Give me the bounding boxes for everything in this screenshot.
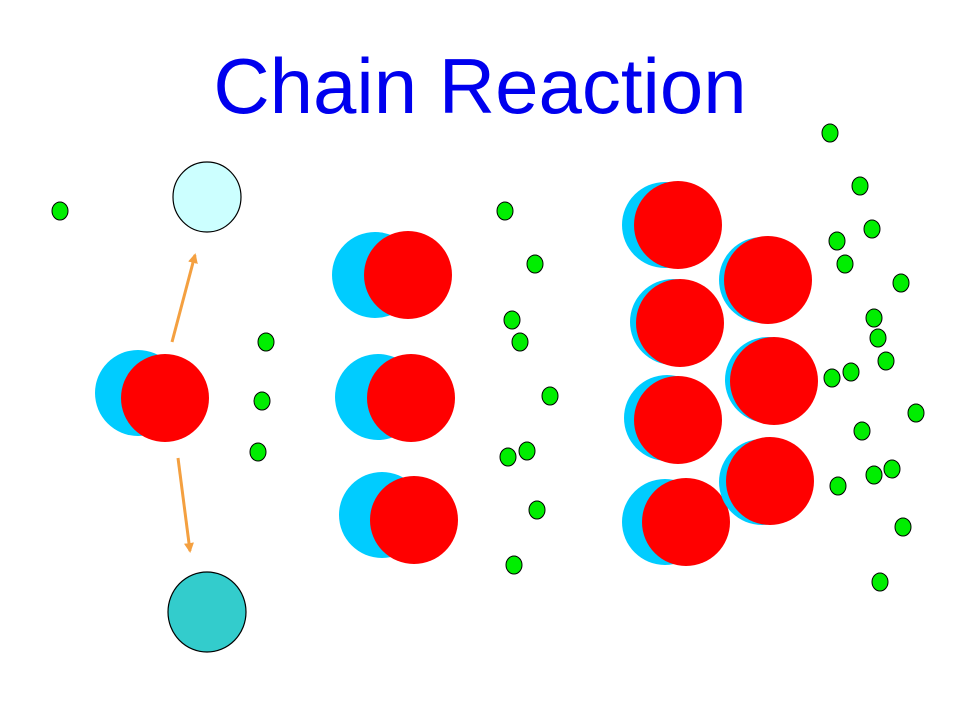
nucleus-circle [724,236,812,324]
neutron-dot [907,403,925,423]
nucleus-circle [121,354,209,442]
neutron-dot [871,572,889,592]
neutron-dot [894,517,912,537]
arrow-up [170,253,198,343]
fission-product-bottom [167,571,247,653]
neutron-dot [257,332,275,352]
neutron-dot [511,332,529,352]
nucleus-circle [367,354,455,442]
nuclei-layer [95,181,818,566]
slide-title: Chain Reaction [213,42,747,130]
neutron-dot [877,351,895,371]
neutron-dot [892,273,910,293]
neutron-dot [821,123,839,143]
neutrons-layer [51,123,925,592]
neutron-dot [842,362,860,382]
nucleus-circle [730,337,818,425]
nucleus-circle [634,181,722,269]
neutron-dot [499,447,517,467]
neutron-dot [865,465,883,485]
neutron-dot [869,328,887,348]
neutron-dot [249,442,267,462]
nucleus-circle [364,231,452,319]
fission-product-top [172,161,242,233]
nucleus-circle [642,478,730,566]
nucleus-circle [634,376,722,464]
fission-products-layer [167,161,247,653]
neutron-dot [851,176,869,196]
neutron-dot [503,310,521,330]
neutron-dot [253,391,271,411]
neutron-dot [505,555,523,575]
neutron-dot [865,308,883,328]
neutron-dot [541,386,559,406]
neutron-dot [51,201,69,221]
neutron-dot [528,500,546,520]
neutron-dot [496,201,514,221]
neutron-dot [883,459,901,479]
nucleus-circle [636,279,724,367]
neutron-dot [836,254,854,274]
neutron-dot [526,254,544,274]
nucleus-circle [370,476,458,564]
neutron-dot [518,441,536,461]
neutron-dot [853,421,871,441]
neutron-dot [828,231,846,251]
neutron-dot [863,219,881,239]
arrow-down [176,457,194,553]
neutron-dot [823,368,841,388]
nucleus-circle [726,437,814,525]
arrows-layer [170,253,198,553]
neutron-dot [829,476,847,496]
